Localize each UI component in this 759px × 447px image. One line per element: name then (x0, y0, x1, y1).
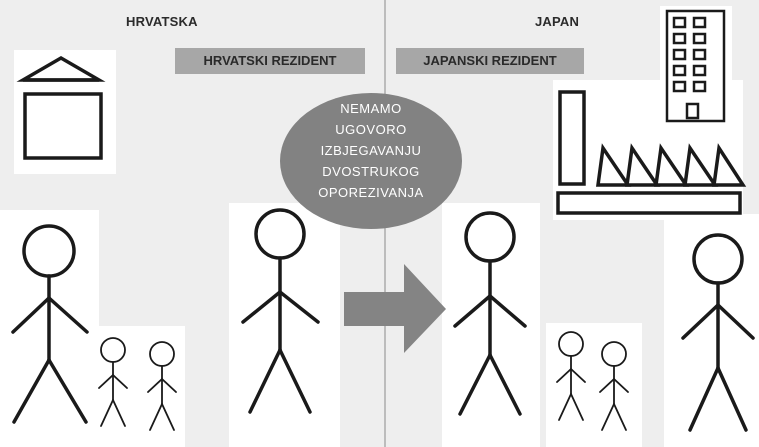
message-line: NEMAMO (340, 101, 402, 116)
right-adult-figure-icon (681, 233, 755, 432)
japanese-resident-badge: JAPANSKI REZIDENT (396, 48, 584, 74)
house-icon (16, 55, 106, 160)
relocation-arrow-icon (344, 264, 446, 353)
message-line: DVOSTRUKOG (322, 164, 420, 179)
message-line: IZBJEGAVANJU (320, 143, 422, 158)
no-treaty-message: NEMAMO UGOVORO IZBJEGAVANJU DVOSTRUKOG O… (283, 98, 459, 203)
croatia-country-label: HRVATSKA (126, 14, 198, 29)
right-children-panel (546, 323, 642, 447)
center-left-person-panel (229, 203, 340, 447)
no-treaty-ellipse (280, 93, 462, 229)
office-building-icon (665, 9, 726, 123)
right-child-figure-icon (599, 341, 629, 431)
left-adult-figure-icon (11, 224, 89, 424)
message-line: OPOREZIVANJA (318, 185, 424, 200)
center-right-figure-icon (453, 211, 527, 416)
message-line: UGOVORO (335, 122, 407, 137)
left-child-figure-icon (98, 337, 128, 427)
house-panel (14, 50, 116, 174)
japan-country-label: JAPAN (535, 14, 580, 29)
center-left-figure-icon (241, 208, 320, 414)
right-child-figure-icon (556, 331, 586, 421)
left-child-figure-icon (147, 341, 177, 431)
croatian-resident-badge: HRVATSKI REZIDENT (175, 48, 365, 74)
factory-icon (556, 90, 747, 215)
